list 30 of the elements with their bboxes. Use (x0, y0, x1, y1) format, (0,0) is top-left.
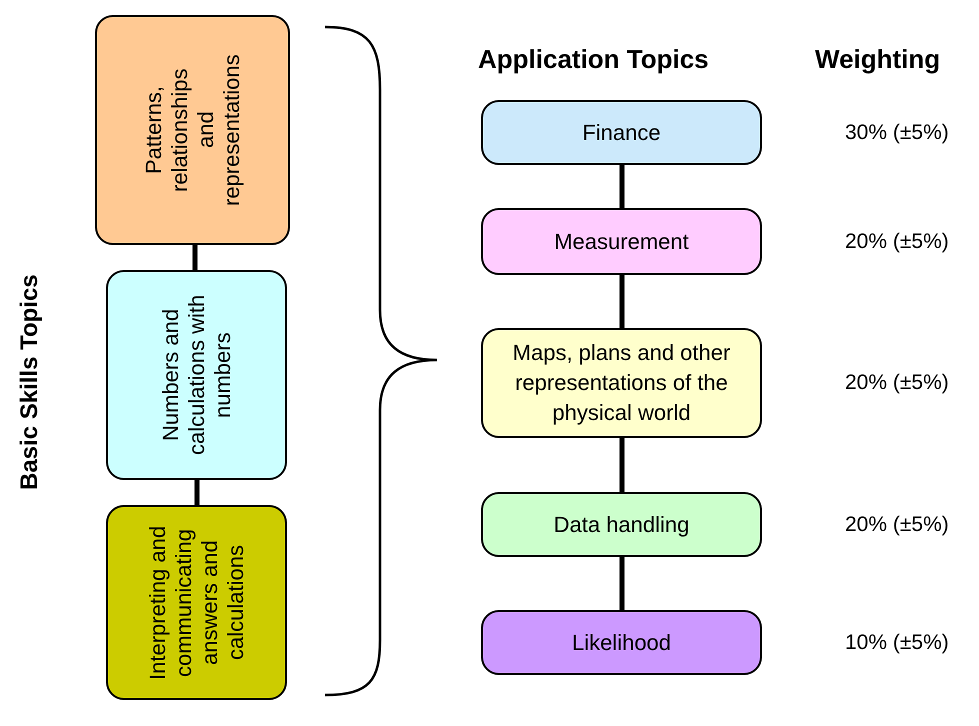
topic-text: Numbers and calculations with numbers (158, 294, 236, 458)
connector-line (620, 165, 624, 208)
weighting-value: 20% (±5%) (845, 512, 949, 538)
topic-box (95, 15, 290, 245)
topic-box (106, 270, 287, 480)
topic-text: Measurement (553, 228, 690, 256)
connector-line (620, 438, 624, 492)
topic-text: Finance (581, 118, 662, 146)
topic-text: Maps, plans and other representations of the physical world (512, 339, 732, 427)
topic-text: Patterns, relationships and representations (140, 53, 244, 208)
topic-text: Likelihood (570, 628, 672, 656)
connector-line (194, 480, 200, 505)
topic-box (481, 328, 762, 438)
weighting-value: 20% (±5%) (845, 370, 949, 396)
axis-heading: Basic Skills Topics (15, 274, 44, 492)
topic-text: Interpreting and communicating answers and calculations (144, 524, 248, 682)
topic-text: Data handling (552, 510, 690, 539)
topic-box (481, 610, 762, 675)
column-heading: Weighting (815, 43, 940, 76)
connector-line (620, 557, 624, 610)
column-heading: Application Topics (478, 43, 709, 76)
weighting-value: 10% (±5%) (845, 630, 949, 656)
connector-line (620, 275, 624, 328)
topic-box (481, 492, 762, 557)
weighting-value: 20% (±5%) (845, 228, 949, 254)
weighting-value: 30% (±5%) (845, 120, 949, 146)
topic-box (106, 505, 287, 700)
topic-box (481, 208, 762, 275)
topic-box (481, 100, 762, 165)
connector-line (192, 245, 198, 270)
